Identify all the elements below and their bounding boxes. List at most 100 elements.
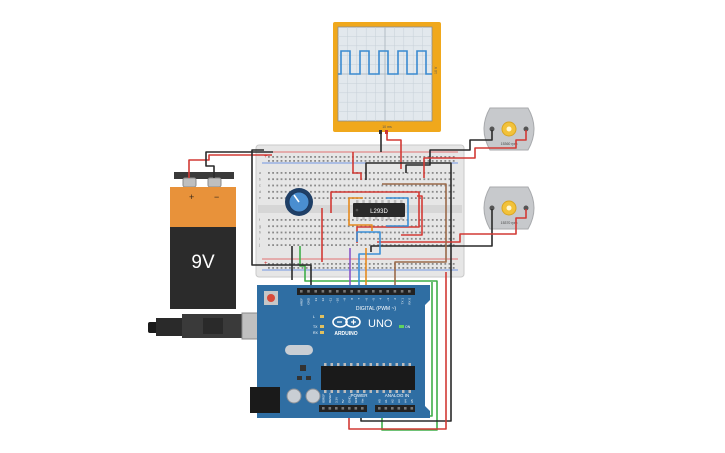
rail-hole[interactable] [335, 160, 337, 162]
breadboard-hole[interactable] [436, 197, 438, 199]
rail-hole[interactable] [297, 156, 300, 158]
breadboard-hole[interactable] [305, 184, 308, 187]
rail-hole[interactable] [276, 160, 279, 162]
breadboard-hole[interactable] [280, 237, 283, 240]
rail-hole[interactable] [297, 263, 300, 265]
breadboard-hole[interactable] [373, 237, 375, 240]
breadboard-hole[interactable] [364, 197, 367, 199]
rail-hole[interactable] [406, 160, 409, 162]
reset-button-cap[interactable] [267, 294, 275, 302]
rail-hole[interactable] [431, 263, 434, 265]
breadboard-hole[interactable] [335, 197, 337, 199]
breadboard-hole[interactable] [444, 178, 447, 181]
breadboard-hole[interactable] [284, 237, 287, 240]
breadboard-hole[interactable] [322, 197, 325, 199]
breadboard-hole[interactable] [360, 184, 363, 187]
breadboard-hole[interactable] [272, 190, 274, 193]
rail-hole[interactable] [452, 263, 455, 265]
wire-brown-rail[interactable] [382, 183, 447, 258]
wire-motor2-black[interactable] [370, 209, 493, 252]
rail-hole[interactable] [423, 267, 426, 269]
header-hole[interactable] [384, 407, 388, 410]
breadboard-hole[interactable] [268, 197, 270, 199]
breadboard-hole[interactable] [318, 231, 321, 234]
breadboard-hole[interactable] [423, 184, 426, 187]
rail-hole[interactable] [326, 160, 329, 162]
breadboard-hole[interactable] [314, 178, 316, 181]
breadboard-hole[interactable] [415, 172, 417, 174]
breadboard-hole[interactable] [436, 237, 438, 240]
breadboard-hole[interactable] [423, 190, 426, 193]
rail-hole[interactable] [268, 156, 270, 158]
breadboard-hole[interactable] [335, 178, 337, 181]
header-hole[interactable] [328, 407, 332, 410]
breadboard-hole[interactable] [318, 244, 321, 246]
breadboard-hole[interactable] [318, 172, 321, 174]
rail-hole[interactable] [389, 160, 392, 162]
breadboard-hole[interactable] [381, 237, 384, 240]
breadboard-hole[interactable] [410, 184, 413, 187]
breadboard-hole[interactable] [368, 244, 371, 246]
breadboard-hole[interactable] [343, 197, 346, 199]
breadboard-hole[interactable] [331, 219, 333, 221]
rail-hole[interactable] [427, 160, 430, 162]
rail-hole[interactable] [276, 156, 279, 158]
rail-hole[interactable] [427, 267, 430, 269]
breadboard-hole[interactable] [322, 231, 325, 234]
rail-hole[interactable] [268, 160, 270, 162]
rail-hole[interactable] [314, 160, 316, 162]
breadboard-hole[interactable] [284, 178, 287, 181]
rail-hole[interactable] [410, 160, 413, 162]
breadboard-hole[interactable] [310, 237, 312, 240]
breadboard-hole[interactable] [406, 184, 409, 187]
wire-motor2-red[interactable] [377, 209, 527, 243]
breadboard-hole[interactable] [310, 244, 312, 246]
rail-hole[interactable] [402, 160, 405, 162]
rail-hole[interactable] [415, 267, 417, 269]
header-hole[interactable] [300, 290, 303, 293]
breadboard-hole[interactable] [373, 172, 375, 174]
breadboard-hole[interactable] [436, 178, 438, 181]
breadboard-hole[interactable] [394, 237, 396, 240]
breadboard-hole[interactable] [385, 172, 388, 174]
breadboard-hole[interactable] [427, 178, 430, 181]
header-hole[interactable] [322, 407, 325, 410]
header-hole[interactable] [354, 407, 358, 410]
breadboard-hole[interactable] [398, 244, 400, 246]
wire-battery-pos[interactable] [188, 154, 272, 178]
breadboard-hole[interactable] [326, 190, 329, 193]
header-hole[interactable] [307, 290, 310, 293]
breadboard-hole[interactable] [406, 244, 409, 246]
breadboard-hole[interactable] [272, 225, 274, 228]
rail-hole[interactable] [356, 156, 358, 158]
breadboard-hole[interactable] [398, 231, 400, 234]
breadboard-hole[interactable] [310, 190, 312, 193]
breadboard-hole[interactable] [440, 190, 442, 193]
rail-hole[interactable] [452, 156, 455, 158]
rail-hole[interactable] [373, 160, 375, 162]
wire-motor1-red[interactable] [423, 130, 527, 178]
breadboard-hole[interactable] [293, 244, 295, 246]
rail-hole[interactable] [398, 156, 400, 158]
rail-hole[interactable] [368, 160, 371, 162]
rail-hole[interactable] [415, 263, 417, 265]
breadboard-hole[interactable] [310, 178, 312, 181]
breadboard-hole[interactable] [373, 197, 375, 199]
breadboard-hole[interactable] [415, 184, 417, 187]
breadboard-hole[interactable] [293, 225, 295, 228]
breadboard-hole[interactable] [385, 184, 388, 187]
motor-terminal[interactable] [489, 126, 495, 132]
breadboard-hole[interactable] [452, 237, 455, 240]
breadboard-hole[interactable] [343, 237, 346, 240]
rail-hole[interactable] [276, 267, 279, 269]
rail-hole[interactable] [297, 267, 300, 269]
rail-hole[interactable] [410, 156, 413, 158]
breadboard-hole[interactable] [326, 219, 329, 221]
breadboard-hole[interactable] [360, 237, 363, 240]
breadboard-hole[interactable] [347, 172, 350, 174]
breadboard-hole[interactable] [310, 225, 312, 228]
header-hole[interactable] [400, 290, 404, 293]
motor-terminal[interactable] [523, 126, 529, 132]
breadboard-hole[interactable] [289, 178, 291, 181]
rail-hole[interactable] [448, 263, 451, 265]
